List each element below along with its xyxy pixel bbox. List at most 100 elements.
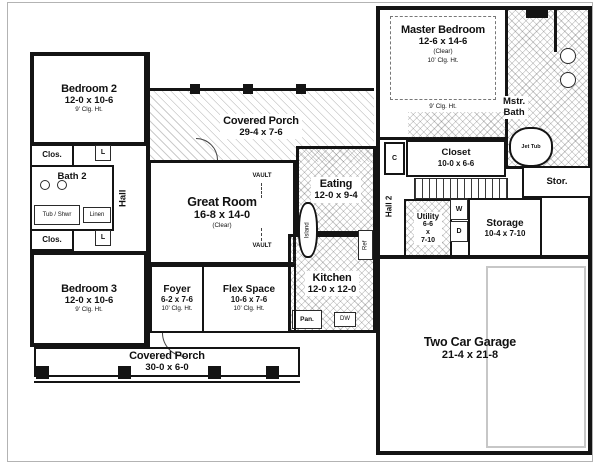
right-wing-outline bbox=[376, 6, 592, 455]
refrigerator-label: Ref bbox=[362, 240, 369, 250]
clear-note: (Clear) bbox=[212, 221, 232, 229]
room-closet: Closet 10-0 x 6-6 bbox=[406, 140, 506, 177]
staircase bbox=[414, 178, 508, 199]
plan-border-frame bbox=[7, 2, 593, 462]
hall2-label-area: Hall 2 bbox=[380, 182, 400, 230]
sink-icon bbox=[560, 72, 576, 88]
porch-column bbox=[296, 84, 306, 94]
room-dim3: 7-10 bbox=[420, 236, 435, 244]
pantry-label: Pan. bbox=[300, 315, 314, 323]
wall-segment bbox=[505, 8, 508, 169]
dishwasher: DW bbox=[334, 312, 356, 327]
room-name: Great Room bbox=[187, 194, 257, 209]
vault-arrow bbox=[261, 228, 262, 241]
porch-railing bbox=[34, 381, 300, 383]
room-name: Master Bedroom bbox=[401, 24, 485, 36]
coat-closet: C bbox=[384, 142, 405, 175]
room-name: Eating bbox=[319, 178, 353, 191]
vault-note-top: VAULT bbox=[252, 173, 272, 179]
ceiling-note: 10' Clg. Ht. bbox=[161, 304, 193, 312]
room-master-bedroom: Master Bedroom 12-6 x 14-6 (Clear) 10' C… bbox=[388, 24, 498, 65]
linen-cabinet: L bbox=[95, 145, 111, 161]
room-name: Foyer bbox=[163, 284, 191, 296]
closet-label: Clos. bbox=[42, 150, 62, 160]
room-dims: 10-0 x 6-6 bbox=[437, 159, 475, 169]
wall-segment bbox=[554, 8, 557, 52]
eating-label: Eating 12-0 x 9-4 bbox=[311, 177, 361, 203]
room-name: Covered Porch bbox=[223, 114, 299, 127]
linen-abbr: L bbox=[100, 149, 106, 157]
dryer-label: D bbox=[456, 227, 462, 235]
tub-shower-label: Tub / Shwr bbox=[42, 211, 72, 218]
dishwasher-label: DW bbox=[340, 316, 350, 323]
room-dims: 21-4 x 21-8 bbox=[441, 349, 499, 361]
dryer: D bbox=[450, 221, 468, 242]
vault-note-bottom: VAULT bbox=[252, 243, 272, 249]
room-bedroom-3: Bedroom 3 12-0 x 10-6 9' Clg. Ht. bbox=[30, 251, 148, 347]
room-dim2: x bbox=[426, 229, 430, 237]
hall-label-area: Hall bbox=[112, 175, 136, 221]
ceiling-note: 10' Clg. Ht. bbox=[233, 304, 265, 312]
closet-top: Clos. bbox=[30, 144, 74, 167]
hall2-label: Hall 2 bbox=[384, 195, 394, 217]
sink-icon bbox=[40, 180, 50, 190]
room-name-line2: Bath bbox=[503, 106, 525, 118]
room-dims: 29-4 x 7-6 bbox=[239, 126, 283, 138]
room-name: Stor. bbox=[546, 175, 568, 187]
room-name: Flex Space bbox=[222, 284, 276, 296]
porch-top-label: Covered Porch 29-4 x 7-6 bbox=[220, 113, 302, 140]
room-name-line1: Mstr. bbox=[503, 96, 526, 107]
ceiling-break-outline bbox=[390, 16, 496, 100]
room-dims: 12-0 x 10-6 bbox=[64, 295, 114, 307]
ceiling-note: 10' Clg. Ht. bbox=[427, 56, 459, 64]
room-covered-porch-bottom: Covered Porch 30-0 x 6-0 bbox=[34, 347, 300, 377]
jet-tub: Jet Tub bbox=[509, 127, 553, 167]
porch-column bbox=[190, 84, 200, 94]
clear-note: (Clear) bbox=[433, 47, 453, 55]
vault-arrow bbox=[261, 183, 262, 198]
ceiling-note: 9' Clg. Ht. bbox=[75, 306, 103, 314]
washer-label: W bbox=[455, 205, 463, 213]
linen-abbr: L bbox=[100, 234, 106, 242]
room-utility: Utility 6-6 x 7-10 bbox=[404, 199, 452, 258]
room-covered-porch-top: Covered Porch 29-4 x 7-6 bbox=[148, 88, 374, 162]
garage-slab-outline bbox=[486, 266, 586, 448]
room-dims: 12-0 x 12-0 bbox=[307, 283, 357, 295]
ceiling-note-secondary: 9' Clg. Ht. bbox=[429, 103, 457, 110]
room-name: Covered Porch bbox=[129, 350, 205, 363]
closet-label: Clos. bbox=[42, 234, 62, 244]
kitchen-label: Kitchen 12-0 x 12-0 bbox=[304, 270, 360, 297]
ceiling-note: 9' Clg. Ht. bbox=[75, 106, 103, 114]
coat-closet-label: C bbox=[391, 154, 398, 162]
room-bedroom-2: Bedroom 2 12-0 x 10-6 9' Clg. Ht. bbox=[30, 52, 148, 146]
room-dims: 10-4 x 7-10 bbox=[484, 228, 526, 238]
porch-column bbox=[266, 366, 279, 379]
room-dim1: 6-6 bbox=[422, 221, 434, 229]
room-dims: 12-0 x 9-4 bbox=[314, 190, 358, 202]
kitchen-island: Island bbox=[298, 202, 318, 258]
room-name: Two Car Garage bbox=[423, 335, 517, 349]
wall-segment bbox=[376, 255, 592, 259]
room-dims: 6-2 x 7-6 bbox=[160, 295, 194, 305]
room-dims: 12-6 x 14-6 bbox=[418, 36, 468, 48]
room-dims: 12-0 x 10-6 bbox=[64, 95, 114, 107]
room-stor: Stor. bbox=[522, 166, 592, 198]
porch-column bbox=[36, 366, 49, 379]
refrigerator: Ref bbox=[358, 230, 373, 260]
room-name: Utility bbox=[416, 211, 440, 221]
tub-shower: Tub / Shwr bbox=[34, 205, 80, 225]
room-flex-space: Flex Space 10-6 x 7-6 10' Clg. Ht. bbox=[202, 265, 296, 333]
porch-column bbox=[243, 84, 253, 94]
pantry: Pan. bbox=[292, 310, 322, 329]
wall-segment bbox=[378, 137, 508, 140]
room-great-room: Great Room 16-8 x 14-0 (Clear) bbox=[148, 160, 296, 265]
washer: W bbox=[450, 199, 468, 220]
porch-column bbox=[118, 366, 131, 379]
room-name: Bath 2 bbox=[57, 171, 87, 182]
room-foyer: Foyer 6-2 x 7-6 10' Clg. Ht. bbox=[150, 265, 204, 333]
room-dims: 10-6 x 7-6 bbox=[230, 295, 268, 305]
wall-segment bbox=[526, 6, 548, 18]
room-name: Closet bbox=[441, 147, 471, 159]
hall-tile-floor bbox=[408, 112, 506, 138]
